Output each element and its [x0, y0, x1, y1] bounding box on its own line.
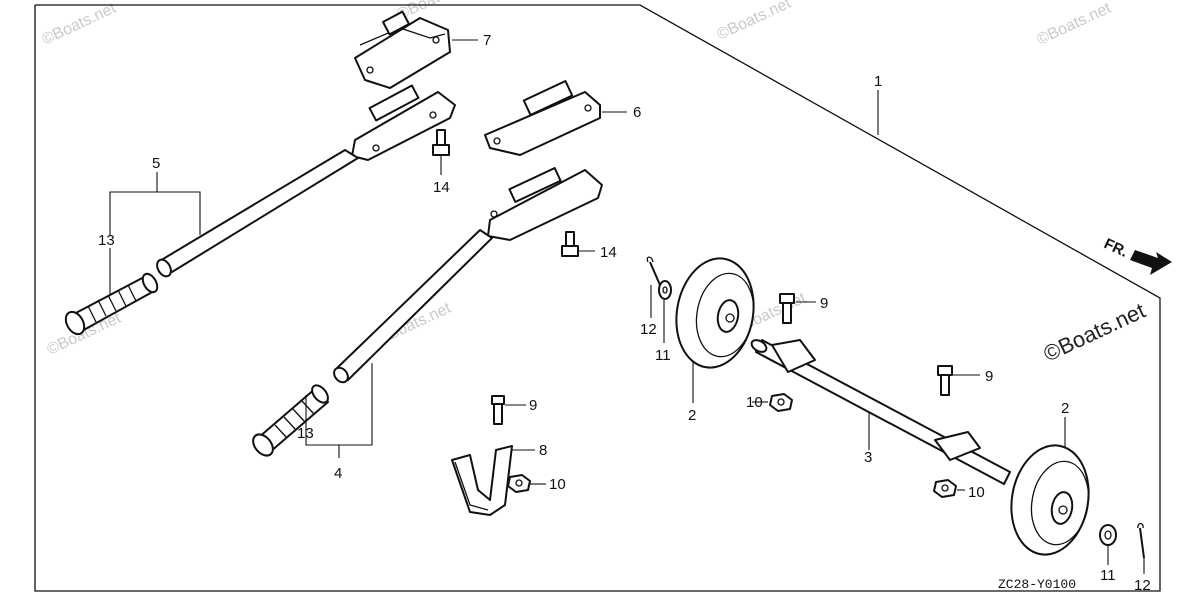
part-wheel-left [675, 257, 755, 369]
washer-11-left [658, 280, 672, 300]
part-handle-upper [156, 84, 456, 278]
callout-9-axle-right: 9 [985, 368, 993, 385]
part-stand-bracket [451, 445, 513, 516]
nut-10-axle-right [933, 479, 957, 498]
pin-12-right [1137, 522, 1145, 559]
drawing-code: ZC28-Y0100 [998, 577, 1076, 592]
callout-11-right: 11 [1100, 567, 1116, 584]
bolt-9-stand [491, 395, 505, 425]
callout-13-upper: 13 [98, 232, 115, 249]
callout-2-right: 2 [1061, 400, 1069, 417]
nut-10-stand [507, 474, 531, 493]
watermark-1: ©Boats.net [40, 0, 120, 49]
callout-9-axle: 9 [820, 295, 828, 312]
callout-5: 5 [152, 155, 160, 172]
callout-12-right: 12 [1134, 577, 1151, 594]
watermark-main: ©Boats.net [1040, 298, 1150, 367]
part-grip-upper [64, 272, 159, 336]
washer-11-right [1099, 524, 1117, 546]
bolt-14-upper [432, 129, 450, 156]
callout-3: 3 [864, 449, 872, 466]
callout-4: 4 [334, 465, 342, 482]
callout-14-lower: 14 [600, 244, 617, 261]
callout-2-left: 2 [688, 407, 696, 424]
callout-11-left: 11 [655, 347, 671, 364]
callout-10-axle: 10 [746, 394, 763, 411]
callout-6: 6 [633, 104, 641, 121]
leader-lines [109, 39, 1145, 574]
part-grip-lower [252, 384, 329, 457]
callout-12-left: 12 [640, 321, 657, 338]
part-wheel-right [1010, 444, 1090, 556]
direction-label: FR. [1101, 235, 1130, 261]
part-lower-clamp [484, 80, 601, 156]
nut-10-axle [769, 393, 793, 412]
part-axle [750, 339, 1011, 485]
part-handle-lower [333, 167, 603, 384]
callout-8: 8 [539, 442, 547, 459]
part-upper-clamp [354, 10, 451, 89]
callout-9-stand: 9 [529, 397, 537, 414]
bolt-9-axle [779, 293, 795, 324]
front-direction-arrow: FR. [1101, 235, 1172, 275]
pin-12-left [646, 256, 661, 286]
callouts: 7 6 1 5 13 14 14 13 4 9 8 10 9 9 10 10 3… [98, 32, 1151, 594]
assembly-frame [34, 4, 1161, 592]
bolt-9-axle-right [937, 365, 953, 396]
watermark-3: ©Boats.net [715, 0, 795, 44]
callout-1: 1 [874, 73, 882, 90]
callout-10-stand: 10 [549, 476, 566, 493]
watermark-4: ©Boats.net [1035, 0, 1115, 49]
bolt-14-lower [561, 231, 579, 257]
callout-10-axle-right: 10 [968, 484, 985, 501]
callout-13-lower: 13 [297, 425, 314, 442]
callout-7: 7 [483, 32, 491, 49]
callout-14-upper: 14 [433, 179, 450, 196]
